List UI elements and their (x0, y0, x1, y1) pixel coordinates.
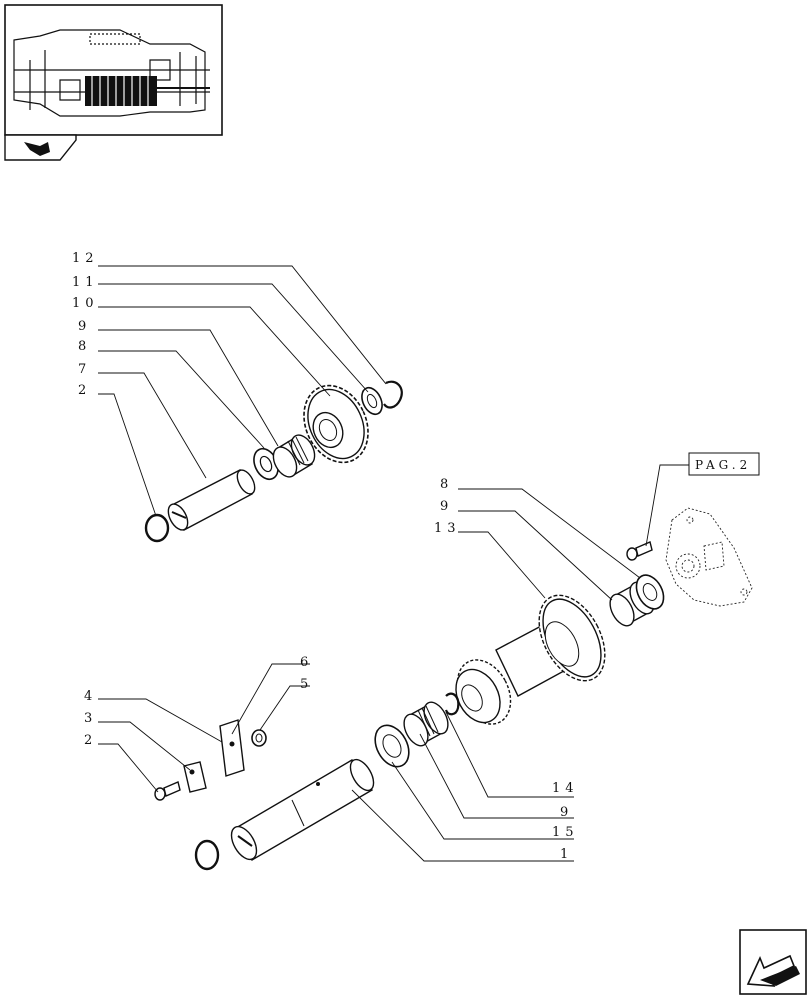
o-ring-upper (144, 513, 170, 543)
callout-5: 5 (300, 677, 313, 692)
callout-15: 15 (552, 825, 579, 840)
o-ring-lower (194, 839, 220, 871)
callout-2-lower: 2 (84, 733, 97, 748)
leader-pag2 (645, 464, 690, 547)
callout-10: 10 (72, 296, 99, 311)
needle-bearing-9-lower (403, 701, 449, 747)
housing-cover (665, 507, 753, 607)
page-ref-label: PAG.2 (695, 458, 751, 472)
snap-ring-12 (383, 380, 403, 409)
callout-6: 6 (300, 655, 313, 670)
shaft-1 (230, 758, 375, 861)
shaft-7 (167, 469, 256, 531)
callout-9-right: 9 (440, 499, 453, 514)
gear-10 (303, 384, 369, 464)
callout-2-upper: 2 (78, 383, 91, 398)
gear-shaft-13 (495, 594, 606, 697)
callout-11: 11 (72, 275, 99, 290)
needle-bearing-9-upper (272, 434, 316, 478)
callout-1: 1 (560, 847, 573, 862)
callout-9-upper: 9 (78, 319, 91, 334)
leaders-upper (98, 265, 387, 517)
transmission-thumbnail[interactable] (4, 4, 223, 136)
next-page-arrow-icon[interactable] (739, 929, 807, 995)
lock-plate-4 (219, 719, 245, 777)
callout-7: 7 (78, 362, 91, 377)
snap-ring-14 (444, 692, 460, 716)
bolt-2 (154, 781, 181, 801)
callout-9-lower: 9 (560, 805, 573, 820)
callout-13: 13 (434, 521, 461, 536)
callout-8-upper: 8 (78, 339, 91, 354)
book-arrow-icon[interactable] (4, 134, 77, 161)
callout-4: 4 (84, 689, 97, 704)
callout-labels: 12 11 10 9 8 7 2 8 9 13 6 5 4 3 2 14 9 1… (72, 251, 751, 862)
leaders-lower (98, 488, 641, 862)
callout-12: 12 (72, 251, 99, 266)
bracket-3 (183, 761, 207, 793)
gear-14-small (455, 659, 512, 725)
callout-3: 3 (84, 711, 97, 726)
page-ref-box[interactable] (688, 452, 760, 476)
callout-8-right: 8 (440, 477, 453, 492)
callout-14: 14 (552, 781, 579, 796)
bolt-housing (626, 541, 653, 561)
